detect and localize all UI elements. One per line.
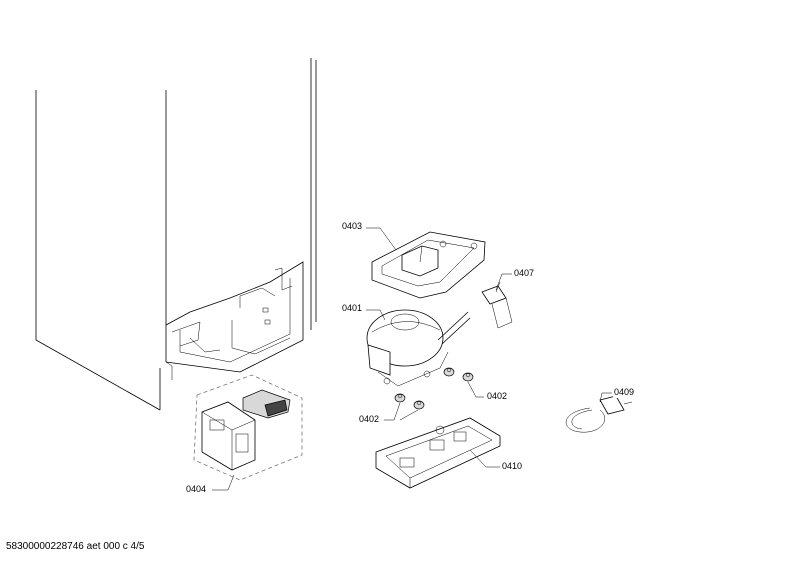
- label-0409: 0409: [613, 387, 636, 398]
- leader-lines: [212, 227, 612, 491]
- label-0402-b: 0402: [358, 414, 381, 425]
- label-0410: 0410: [501, 461, 524, 472]
- part-0410: [375, 417, 501, 489]
- part-0402-grommets: [394, 367, 474, 410]
- document-id-footer: 58300000228746 aet 000 c 4/5: [6, 541, 145, 552]
- label-0404: 0404: [185, 484, 208, 495]
- part-0407: [481, 281, 513, 329]
- label-0401: 0401: [341, 303, 364, 314]
- label-0402-a: 0402: [486, 391, 509, 402]
- part-0409: [565, 395, 633, 433]
- part-0404: [193, 374, 303, 481]
- part-0401: [366, 309, 471, 387]
- label-0407: 0407: [513, 268, 536, 279]
- part-0403: [371, 231, 486, 299]
- label-0403: 0403: [341, 221, 364, 232]
- cabinet-outline: [35, 58, 317, 411]
